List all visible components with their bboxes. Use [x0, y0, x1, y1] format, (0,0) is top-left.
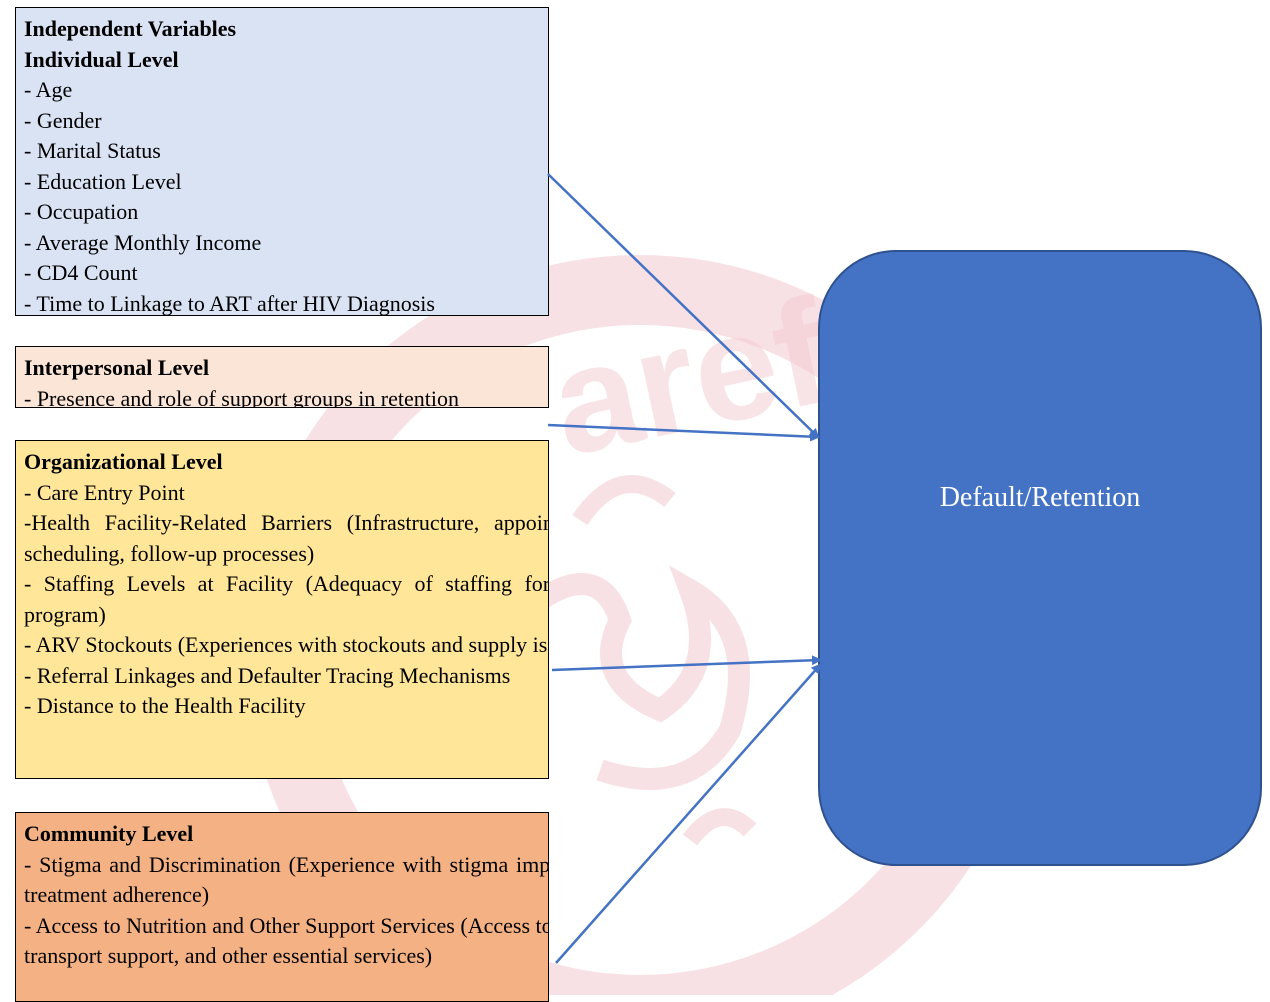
list-item: - Education Level: [24, 168, 182, 194]
organizational-level-title: Organizational Level: [24, 449, 223, 474]
list-item: - Age: [24, 77, 73, 102]
list-item: - Gender: [24, 107, 102, 133]
interpersonal-level-title: Interpersonal Level: [24, 355, 210, 380]
community-level-box: Community Level - Stigma and Discriminat…: [15, 812, 549, 1002]
list-item: - Time to Linkage to ART after HIV Diagn…: [24, 290, 435, 316]
outcome-box: Default/Retention: [818, 250, 1262, 866]
arrow-interpersonal: [547, 423, 820, 442]
list-item: - Distance to the Health Facility: [24, 693, 306, 718]
list-item: - CD4 Count: [24, 260, 138, 285]
interpersonal-level-box: Interpersonal Level - Presence and role …: [15, 346, 549, 408]
individual-level-title: Individual Level: [24, 46, 179, 72]
arrow-organizational: [551, 655, 822, 672]
outcome-label: Default/Retention: [939, 482, 1141, 513]
community-level-title: Community Level: [24, 821, 194, 846]
arrow-individual: [547, 173, 820, 439]
organizational-level-box: Organizational Level - Care Entry Point …: [15, 440, 549, 779]
list-item: - Care Entry Point: [24, 479, 185, 505]
list-item: - Occupation: [24, 199, 139, 224]
list-item: - Stigma and Discrimination (Experience …: [24, 851, 549, 908]
list-item: - Presence and role of support groups in…: [24, 385, 459, 408]
individual-level-box: Independent Variables Individual Level -…: [15, 7, 549, 316]
list-item: - Marital Status: [24, 138, 161, 163]
list-item: - ARV Stockouts (Experiences with stocko…: [24, 632, 549, 657]
list-item: - Referral Linkages and Defaulter Tracin…: [24, 662, 511, 688]
list-item: - Access to Nutrition and Other Support …: [24, 912, 549, 969]
list-item: - Average Monthly Income: [24, 229, 262, 255]
independent-variables-heading: Independent Variables: [24, 16, 237, 41]
list-item: - Staffing Levels at Facility (Adequacy …: [24, 571, 549, 627]
list-item: -Health Facility-Related Barriers (Infra…: [24, 510, 549, 566]
arrow-community: [555, 663, 822, 964]
